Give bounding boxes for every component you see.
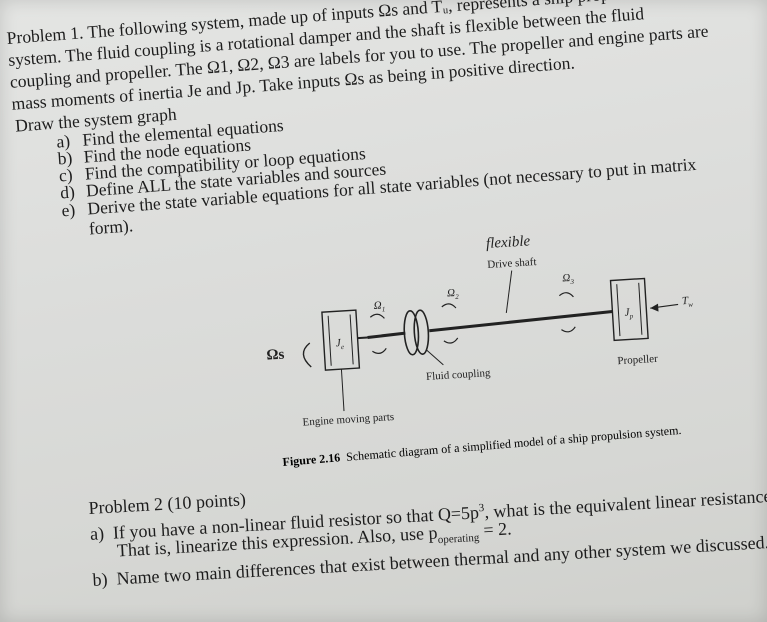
omega1-arrow-icon — [369, 313, 385, 319]
engine-parts-label: Engine moving parts — [302, 411, 394, 429]
drive-shaft — [429, 309, 613, 333]
engine-inertia-box — [321, 309, 361, 371]
handwritten-flexible-label: flexible — [486, 233, 531, 252]
drive-shaft-label: Drive shaft — [487, 256, 537, 271]
propeller-inertia-box — [609, 277, 649, 342]
fluid-coupling-leader — [426, 349, 444, 366]
tw-label: Tw — [682, 295, 694, 310]
omega-s-label: Ωs — [266, 347, 285, 364]
problem1-block: Problem 1. The following system, made up… — [6, 0, 767, 238]
schematic-svg: flexible Drive shaft Ωs Je Ω1 Fluid coup… — [266, 233, 694, 429]
omega2-arrow-icon — [441, 303, 457, 309]
omega3-arrow-icon — [558, 292, 574, 298]
propeller-label: Propeller — [617, 353, 658, 367]
engine-parts-leader — [340, 369, 345, 412]
omega3-label: Ω3 — [562, 272, 575, 287]
omega3-arrow-lower-icon — [561, 326, 576, 333]
task-item-e-continuation: form). — [88, 215, 134, 239]
omega1-arrow-lower-icon — [372, 348, 387, 354]
fluid-coupling-label: Fluid coupling — [426, 367, 492, 383]
drive-shaft-leader — [505, 270, 513, 314]
engine-hatch-right — [349, 314, 354, 365]
engine-shaft-stub — [357, 336, 368, 340]
propeller-hatch-right — [638, 282, 643, 335]
engine-shaft — [367, 331, 406, 339]
je-label: Je — [335, 337, 344, 351]
omega1-label: Ω1 — [373, 299, 385, 314]
fluid-coupling-disc-right — [413, 309, 430, 355]
engine-hatch-left — [327, 315, 332, 366]
jp-label: Jp — [624, 306, 634, 321]
fluid-coupling-disc-left — [403, 310, 420, 356]
omega2-arrow-lower-icon — [443, 337, 459, 344]
omega-s-arrow-icon — [302, 342, 312, 368]
tw-arrowhead-icon — [650, 303, 659, 312]
figure-ship-propulsion: flexible Drive shaft Ωs Je Ω1 Fluid coup… — [258, 233, 718, 485]
propeller-hatch-left — [616, 284, 621, 337]
omega2-label: Ω2 — [447, 287, 460, 302]
